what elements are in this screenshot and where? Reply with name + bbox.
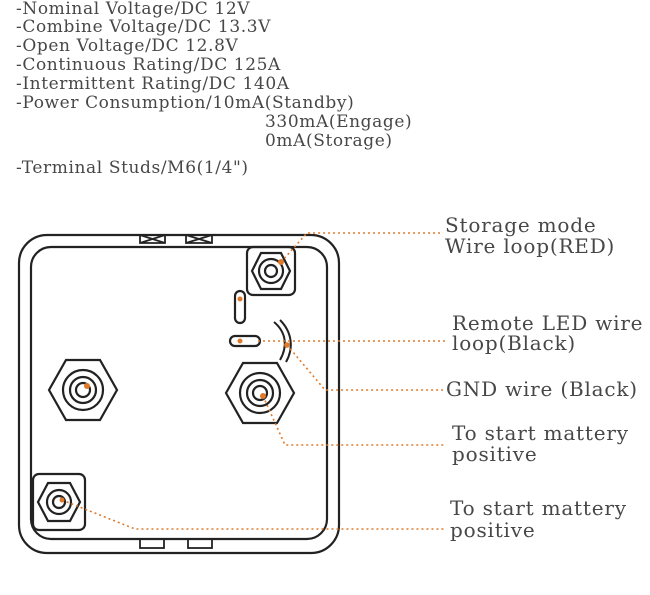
left-terminal-outer bbox=[61, 368, 105, 412]
led-wire-slot bbox=[228, 334, 262, 348]
left-terminal-hex bbox=[47, 358, 119, 422]
right-terminal-hex bbox=[224, 361, 296, 425]
callout-remote-led-line1: Remote LED wire bbox=[452, 311, 644, 335]
callout-start-battery-2-line2: positive bbox=[450, 518, 536, 542]
marker-storage-slot bbox=[237, 296, 243, 302]
marker-left-terminal bbox=[84, 383, 90, 389]
callout-storage-mode-line2: Wire loop(RED) bbox=[445, 234, 616, 258]
callout-start-battery-1-line1: To start mattery bbox=[452, 421, 629, 445]
callout-start-battery-1-line2: positive bbox=[452, 442, 538, 466]
right-terminal-inner bbox=[251, 384, 269, 402]
bottom-tab-left bbox=[139, 538, 165, 549]
bottom-stud-ring bbox=[45, 488, 73, 516]
small-stud-hex bbox=[250, 251, 292, 291]
callout-gnd-wire: GND wire (Black) bbox=[446, 377, 638, 401]
bottom-stud-core bbox=[51, 494, 67, 510]
storage-wire-slot bbox=[233, 289, 247, 325]
right-terminal-outer bbox=[238, 371, 282, 415]
small-stud-pocket bbox=[245, 245, 297, 297]
bottom-tab-right bbox=[187, 538, 213, 549]
callout-storage-mode-line1: Storage mode bbox=[445, 213, 597, 237]
top-tab-left bbox=[139, 234, 166, 244]
gnd-wire bbox=[273, 321, 286, 361]
right-terminal-mid bbox=[245, 378, 275, 408]
callout-start-battery-2-line1: To start mattery bbox=[450, 496, 627, 520]
housing-inner bbox=[29, 245, 329, 541]
callout-remote-led-line2: loop(Black) bbox=[452, 331, 577, 355]
spec-continuous-rating: -Continuous Rating/DC 125A bbox=[16, 55, 281, 75]
small-stud-ring bbox=[257, 257, 285, 285]
spec-power-engage: 330mA(Engage) bbox=[265, 112, 413, 132]
spec-power-consumption: -Power Consumption/10mA(Standby) bbox=[16, 93, 355, 113]
left-terminal-inner bbox=[74, 381, 92, 399]
spec-terminal-studs: -Terminal Studs/M6(1/4") bbox=[16, 158, 249, 178]
leader-bottom-stud bbox=[61, 499, 445, 530]
bottom-stud-pocket bbox=[31, 472, 87, 532]
spec-nominal-voltage: -Nominal Voltage/DC 12V bbox=[16, 0, 251, 19]
gnd-wire-2 bbox=[279, 319, 292, 363]
leader-gnd bbox=[286, 344, 443, 391]
small-stud-core bbox=[263, 263, 279, 279]
spec-combine-voltage: -Combine Voltage/DC 13.3V bbox=[16, 17, 272, 37]
left-terminal-mid bbox=[68, 375, 98, 405]
marker-led bbox=[237, 338, 243, 344]
top-tab-right bbox=[185, 234, 213, 244]
spec-power-storage: 0mA(Storage) bbox=[265, 131, 393, 151]
spec-open-voltage: -Open Voltage/DC 12.8V bbox=[16, 36, 239, 56]
spec-intermittent-rating: -Intermittent Rating/DC 140A bbox=[16, 74, 290, 94]
bottom-stud-hex bbox=[36, 481, 82, 523]
leader-right-terminal bbox=[262, 395, 445, 446]
housing-outer bbox=[17, 233, 341, 555]
